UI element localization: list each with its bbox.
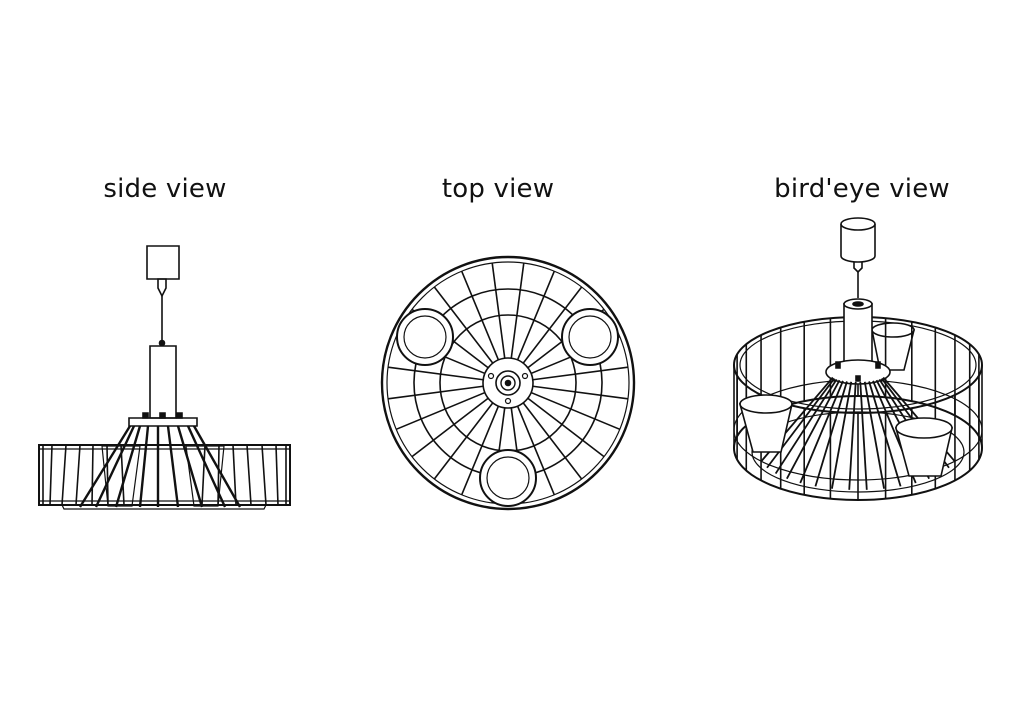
top-outer-ring (382, 257, 634, 509)
side-cage-bottom-lip (62, 505, 266, 509)
top-spoke (462, 271, 499, 360)
birdseye-cage-bottom (734, 396, 982, 500)
birdseye-connector (854, 262, 862, 272)
side-arms (80, 426, 240, 507)
birdseye-view-title: bird'eye view (774, 174, 950, 204)
top-spoke (434, 287, 492, 363)
top-shade-left (397, 309, 453, 365)
side-hub-bolt-3 (177, 413, 182, 418)
top-spoke (388, 386, 483, 399)
side-cage-band (39, 445, 290, 505)
side-hub-bolt-1 (143, 413, 148, 418)
top-spoke (533, 386, 628, 399)
top-spoke (462, 406, 499, 495)
birdseye-arm (849, 382, 856, 490)
birdseye-shade-back (872, 323, 914, 370)
birdseye-arm (832, 382, 851, 489)
top-hub (483, 358, 533, 408)
top-shade-right (562, 309, 618, 365)
birdseye-arm (865, 382, 884, 489)
top-spoke (518, 406, 555, 495)
birdseye-arm (767, 378, 834, 467)
birdseye-arm (800, 381, 843, 483)
top-spoke (528, 398, 604, 456)
top-spoke (492, 263, 505, 358)
top-spoke (511, 263, 524, 358)
top-spoke (523, 287, 581, 363)
top-spoke (412, 398, 488, 456)
birdseye-hub (826, 360, 890, 384)
side-cage-bars (43, 445, 286, 505)
birdseye-arm (815, 381, 847, 486)
birdseye-shade-right (896, 418, 952, 476)
top-spoke (531, 393, 620, 430)
birdseye-arm (776, 379, 837, 473)
top-shade-bottom (480, 450, 536, 506)
top-spoke (396, 393, 485, 430)
birdseye-arm (787, 380, 840, 478)
top-spoke (518, 271, 555, 360)
side-canopy-connector (158, 279, 166, 296)
side-hub-bolt-2 (160, 413, 165, 418)
top-spoke (388, 367, 483, 380)
birdseye-arm (869, 381, 901, 486)
birdseye-shade-left (740, 395, 792, 452)
top-spoke (434, 403, 492, 479)
birdseye-arm (860, 382, 867, 490)
birdseye-canopy (841, 218, 875, 262)
side-view-title: side view (103, 174, 227, 204)
top-spoke (533, 367, 628, 380)
top-spoke (523, 403, 581, 479)
birdseye-cage-bottom-inner (752, 412, 964, 492)
top-view-title: top view (441, 174, 555, 204)
